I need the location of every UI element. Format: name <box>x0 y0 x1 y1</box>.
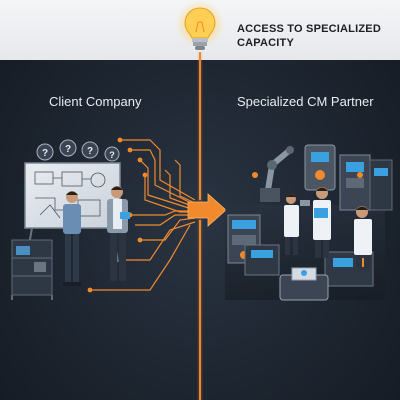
client-company-label: Client Company <box>49 94 142 109</box>
equipment-rack-left <box>11 239 53 300</box>
banner-title-line-2: CAPACITY <box>237 37 295 49</box>
banner-title: ACCESS TO SPECIALIZED CAPACITY <box>237 22 397 50</box>
client-person-2 <box>107 186 130 281</box>
question-icon: ? <box>65 144 71 155</box>
cm-engineer-3 <box>354 206 372 270</box>
arrow-right-icon <box>187 193 227 227</box>
question-icon: ? <box>87 146 93 157</box>
question-bubbles: ? ? ? ? <box>36 139 120 162</box>
question-icon: ? <box>109 150 115 160</box>
client-person-1 <box>63 191 81 286</box>
question-icon: ? <box>42 148 48 159</box>
circuit-traces <box>87 137 196 293</box>
cm-engineer-1 <box>284 194 299 255</box>
cm-engineer-2 <box>313 187 331 258</box>
banner-title-line-1: ACCESS TO SPECIALIZED <box>237 23 381 35</box>
cm-partner-label: Specialized CM Partner <box>237 94 374 109</box>
lightbulb-icon <box>176 0 224 50</box>
